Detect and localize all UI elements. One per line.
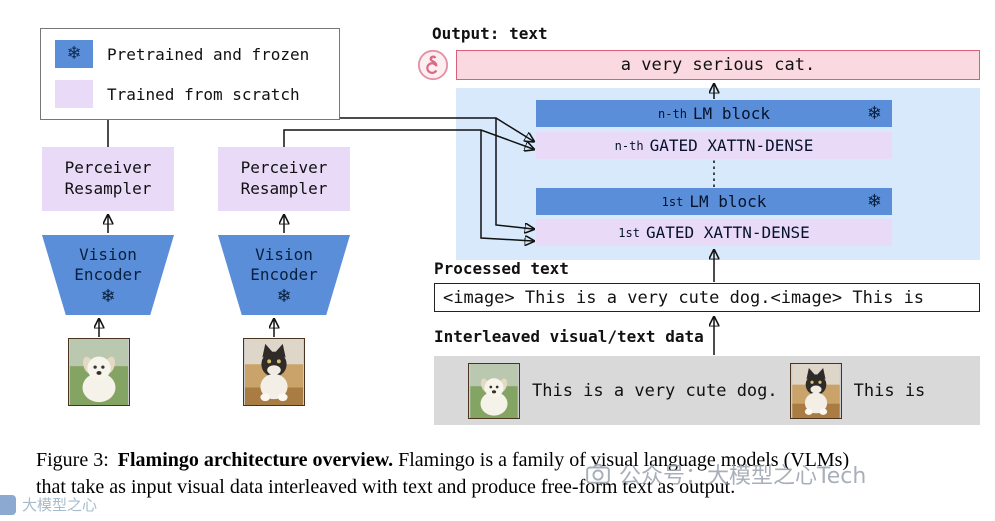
trained-swatch bbox=[55, 80, 93, 108]
output-text-value: a very serious cat. bbox=[620, 55, 816, 75]
first-lm-block: 1st LM block ❄ bbox=[536, 188, 892, 215]
processed-text-label: Processed text bbox=[434, 259, 569, 278]
nth-lm-block: n-th LM block ❄ bbox=[536, 100, 892, 127]
snowflake-icon: ❄ bbox=[866, 102, 882, 124]
perceiver-resampler-1: Perceiver Resampler bbox=[42, 147, 174, 211]
legend-item-trained: Trained from scratch bbox=[55, 80, 325, 108]
legend-item-pretrained: ❄ Pretrained and frozen bbox=[55, 40, 325, 68]
watermark-corner-text: 大模型之心 bbox=[22, 496, 98, 514]
corner-watermark: 大模型之心 bbox=[0, 494, 97, 515]
first-prefix: 1st bbox=[661, 194, 684, 209]
wechat-watermark: 公众号：大模型之心Tech bbox=[585, 458, 866, 490]
vision-label-line2: Encoder bbox=[250, 264, 318, 284]
lm-block-label: LM block bbox=[692, 104, 770, 123]
interleaved-text-after-cat: This is bbox=[853, 380, 926, 401]
cat-photo-input bbox=[243, 338, 305, 406]
dog-photo-input bbox=[68, 338, 130, 406]
snowflake-icon: ❄ bbox=[66, 43, 82, 64]
figure-number: Figure 3: bbox=[36, 449, 109, 471]
first-prefix: 1st bbox=[618, 225, 640, 240]
interleaved-data-box: This is a very cute dog. This is bbox=[434, 356, 980, 425]
snowflake-icon: ❄ bbox=[276, 285, 292, 307]
vision-label-line1: Vision bbox=[255, 244, 313, 264]
legend-trained-label: Trained from scratch bbox=[107, 84, 300, 104]
legend: ❄ Pretrained and frozen Trained from scr… bbox=[40, 28, 340, 120]
watermark-logo-icon bbox=[0, 494, 16, 515]
interleaved-text-after-dog: This is a very cute dog. bbox=[532, 380, 778, 401]
legend-pretrained-label: Pretrained and frozen bbox=[107, 44, 310, 64]
vision-encoder-2: Vision Encoder ❄ bbox=[218, 235, 350, 315]
interleaved-data-label: Interleaved visual/text data bbox=[434, 327, 704, 346]
watermark-main-text: 公众号：大模型之心Tech bbox=[619, 464, 867, 489]
vision-label-line1: Vision bbox=[79, 244, 137, 264]
first-gated-xattn-block: 1st GATED XATTN-DENSE bbox=[536, 219, 892, 246]
output-text-box: a very serious cat. bbox=[456, 50, 980, 80]
nth-gated-xattn-block: n-th GATED XATTN-DENSE bbox=[536, 132, 892, 159]
snowflake-icon: ❄ bbox=[100, 285, 116, 307]
cat-photo-thumb bbox=[789, 362, 842, 419]
perceiver-label-line1: Perceiver bbox=[240, 158, 328, 178]
perceiver-label-line1: Perceiver bbox=[64, 158, 152, 178]
xattn-block-label: GATED XATTN-DENSE bbox=[645, 223, 810, 242]
vision-encoder-1: Vision Encoder ❄ bbox=[42, 235, 174, 315]
xattn-block-label: GATED XATTN-DENSE bbox=[649, 136, 814, 155]
output-text-label: Output: text bbox=[432, 24, 548, 43]
nth-prefix: n-th bbox=[658, 106, 687, 121]
snowflake-icon: ❄ bbox=[866, 190, 882, 212]
lm-block-label: LM block bbox=[689, 192, 767, 211]
caption-title-bold: Flamingo architecture overview. bbox=[117, 449, 394, 471]
camera-icon bbox=[586, 463, 610, 484]
caption-body-line1: Flamingo is a family of visual language … bbox=[393, 449, 850, 471]
dog-photo-thumb bbox=[468, 362, 520, 419]
figure-caption: Figure 3: Flamingo architecture overview.… bbox=[36, 447, 964, 501]
perceiver-label-line2: Resampler bbox=[240, 179, 328, 198]
vision-label-line2: Encoder bbox=[74, 264, 142, 284]
perceiver-label-line2: Resampler bbox=[64, 179, 152, 198]
nth-prefix: n-th bbox=[614, 138, 644, 153]
processed-text-value: <image> This is a very cute dog.<image> … bbox=[443, 287, 925, 308]
flamingo-icon bbox=[417, 49, 449, 81]
caption-body-line2: that take as input visual data interleav… bbox=[36, 476, 736, 498]
frozen-swatch: ❄ bbox=[55, 40, 93, 68]
processed-text-box: <image> This is a very cute dog.<image> … bbox=[434, 283, 980, 312]
perceiver-resampler-2: Perceiver Resampler bbox=[218, 147, 350, 211]
